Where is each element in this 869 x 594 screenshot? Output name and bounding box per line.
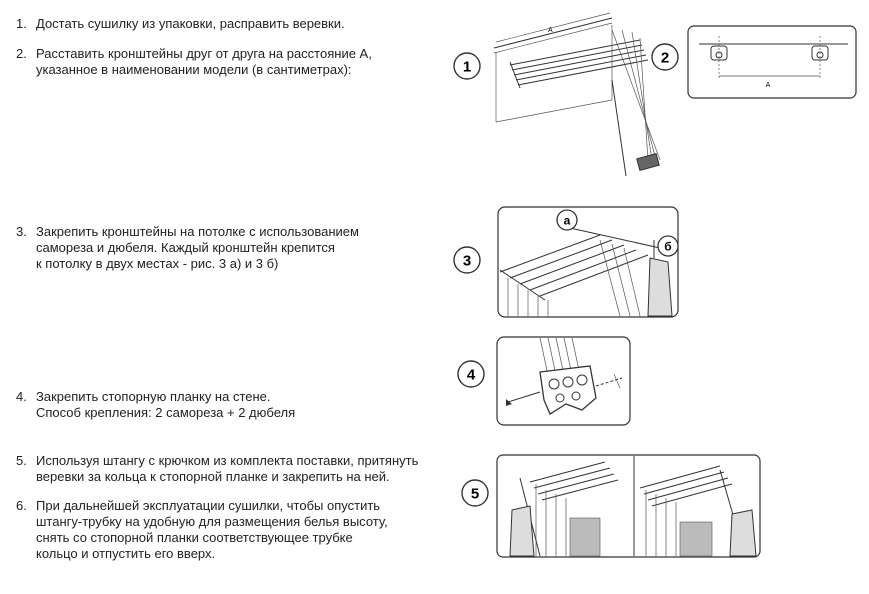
figure-4: 4 xyxy=(457,336,631,426)
step-number: 4. xyxy=(16,389,27,404)
figure-number-circle xyxy=(453,52,481,80)
step-text-line: к потолку в двух местах - рис. 3 а) и 3 … xyxy=(36,256,279,271)
step-text-line: указанное в наименовании модели (в санти… xyxy=(36,62,352,77)
step-text-line: снять со стопорной планки соответствующе… xyxy=(36,530,353,545)
step-text-line: При дальнейшей эксплуатации сушилки, что… xyxy=(36,498,381,513)
step-text-line: штангу-трубку на удобную для размещения … xyxy=(36,514,388,529)
figure-2: 2 A xyxy=(651,25,857,99)
figure-number: 5 xyxy=(471,486,479,503)
step-text-line: Расставить кронштейны друг от друга на р… xyxy=(36,46,372,61)
figure-number: 1 xyxy=(463,59,471,76)
step-text-line: Используя штангу с крючком из комплекта … xyxy=(36,453,419,468)
step-text-line: Достать сушилку из упаковки, расправить … xyxy=(36,16,345,31)
callout-a: а xyxy=(564,214,571,228)
figure-number: 4 xyxy=(467,367,476,384)
figure-3: 3 а б xyxy=(453,206,679,318)
step-2: 2. Расставить кронштейны друг от друга н… xyxy=(16,46,372,110)
dimension-label: A xyxy=(548,27,553,34)
step-text-line: веревки за кольца к стопорной планке и з… xyxy=(36,469,390,484)
step-text-line: Способ крепления: 2 самореза + 2 дюбеля xyxy=(36,405,296,420)
step-6: 6. При дальнейшей эксплуатации сушилки, … xyxy=(16,498,388,594)
dimension-label: A xyxy=(766,82,771,89)
illustrations: .ln { stroke:#333; stroke-width:1; fill:… xyxy=(453,12,857,558)
step-number: 1. xyxy=(16,16,27,31)
callout-circle xyxy=(556,209,578,231)
step-1: 1. Достать сушилку из упаковки, расправи… xyxy=(16,16,345,64)
figure-number: 3 xyxy=(463,253,471,270)
figure-5: 5 xyxy=(461,454,761,558)
figure-number-circle xyxy=(461,479,489,507)
figure-number: 2 xyxy=(661,50,669,67)
figure-number-circle xyxy=(453,246,481,274)
callout-b: б xyxy=(664,240,671,254)
step-text-line: Закрепить кронштейны на потолке с исполь… xyxy=(36,224,359,239)
step-3: 3. Закрепить кронштейны на потолке с исп… xyxy=(16,224,359,304)
figure-1: 1 A xyxy=(453,12,661,177)
figure-number-circle xyxy=(457,360,485,388)
step-number: 2. xyxy=(16,46,27,61)
step-5: 5. Используя штангу с крючком из комплек… xyxy=(16,453,418,517)
step-text-line: Закрепить стопорную планку на стене. xyxy=(36,389,271,404)
step-text-line: самореза и дюбеля. Каждый кронштейн креп… xyxy=(36,240,335,255)
step-number: 3. xyxy=(16,224,27,239)
step-text-line: кольцо и отпустить его вверх. xyxy=(36,546,216,561)
callout-circle xyxy=(657,235,679,257)
step-number: 6. xyxy=(16,498,27,513)
step-number: 5. xyxy=(16,453,27,468)
figure-number-circle xyxy=(651,43,679,71)
step-4: 4. Закрепить стопорную планку на стене. … xyxy=(16,389,295,453)
